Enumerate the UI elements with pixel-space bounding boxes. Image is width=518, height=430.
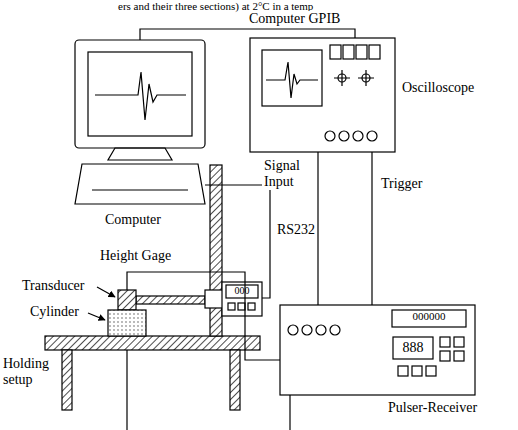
part-label: Pulser-Receiver bbox=[388, 400, 477, 416]
table-top bbox=[45, 336, 260, 350]
part-label: Transducer bbox=[22, 278, 84, 294]
pulser-case bbox=[280, 305, 475, 395]
signal-label: Signal Input bbox=[262, 158, 316, 190]
monitor-stand bbox=[108, 148, 172, 160]
pulser-receiver: 000000888Pulser-Receiver bbox=[280, 305, 475, 395]
cylinder: Cylinder bbox=[108, 310, 146, 336]
button bbox=[228, 303, 235, 310]
button bbox=[238, 303, 245, 310]
display bbox=[393, 337, 433, 359]
part-label: Cylinder bbox=[30, 304, 79, 320]
cable-connector bbox=[140, 29, 355, 40]
display-readout: 000000 bbox=[392, 310, 466, 323]
part-label: Computer bbox=[105, 212, 161, 228]
oscilloscope: Oscilloscope bbox=[250, 38, 395, 152]
waveform bbox=[266, 62, 318, 98]
monitor-case bbox=[75, 40, 205, 148]
connector-jack bbox=[302, 325, 312, 335]
button bbox=[412, 366, 422, 376]
knob-rays bbox=[334, 70, 374, 86]
connector-jack bbox=[316, 325, 326, 335]
monitor-screen bbox=[88, 52, 192, 136]
display-readout: 000 bbox=[226, 285, 258, 297]
gage-arm bbox=[136, 296, 205, 304]
oscilloscope-case bbox=[250, 38, 395, 152]
gage-readout bbox=[226, 285, 258, 298]
display bbox=[392, 310, 466, 327]
computer: Computer bbox=[75, 40, 205, 205]
connector-jack bbox=[330, 325, 340, 335]
transducer-body bbox=[118, 290, 136, 310]
button bbox=[356, 45, 367, 59]
height-gage: Height Gage000 bbox=[222, 282, 262, 316]
cable bbox=[126, 350, 127, 430]
button bbox=[454, 337, 464, 347]
transducer: Transducer bbox=[118, 290, 136, 310]
table-leg bbox=[62, 350, 72, 410]
cable bbox=[289, 395, 290, 430]
gage-post bbox=[210, 165, 222, 336]
waveform bbox=[95, 72, 186, 120]
signal-label: RS232 bbox=[275, 222, 317, 238]
cable-connector bbox=[317, 152, 318, 305]
cylinder-specimen bbox=[108, 310, 146, 336]
keyboard bbox=[75, 164, 205, 204]
leader-line bbox=[88, 313, 105, 320]
button bbox=[398, 366, 408, 376]
display-readout: 888 bbox=[393, 340, 433, 356]
keyboard-line bbox=[92, 189, 188, 190]
cable-connector bbox=[127, 272, 280, 360]
connector-jack bbox=[367, 131, 377, 141]
part-label: Oscilloscope bbox=[402, 80, 474, 96]
button bbox=[369, 45, 380, 59]
gage-display-case bbox=[222, 282, 262, 316]
oscilloscope-screen bbox=[262, 50, 322, 106]
signal-label: Computer GPIB bbox=[247, 11, 342, 27]
connector-jack bbox=[353, 131, 363, 141]
cable-connector bbox=[205, 185, 270, 298]
table-leg bbox=[230, 350, 240, 410]
holding-setup: Holding setup bbox=[45, 336, 260, 350]
button bbox=[343, 45, 354, 59]
cable-connector bbox=[371, 152, 372, 305]
leader-line bbox=[97, 287, 115, 297]
signal-label: Trigger bbox=[379, 176, 425, 192]
connector-jack bbox=[325, 131, 335, 141]
connector-jack bbox=[339, 131, 349, 141]
part-label: Height Gage bbox=[100, 248, 171, 264]
button bbox=[440, 337, 450, 347]
part-label: Holding setup bbox=[3, 356, 58, 388]
button bbox=[330, 45, 341, 59]
connector-jack bbox=[288, 325, 298, 335]
button bbox=[440, 351, 450, 361]
button bbox=[426, 366, 436, 376]
button bbox=[248, 303, 255, 310]
button bbox=[454, 351, 464, 361]
